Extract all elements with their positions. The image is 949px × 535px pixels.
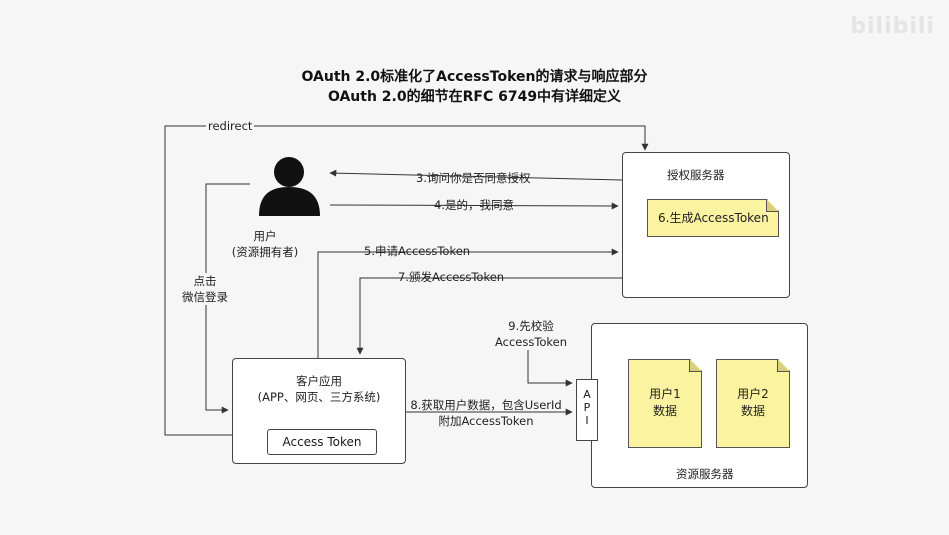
user1-data-note: 用户1 数据 <box>628 359 702 448</box>
api-letter-a: A <box>583 388 591 401</box>
step7-label: 7.颁发AccessToken <box>398 270 505 284</box>
step5-connector <box>317 248 619 358</box>
step3-connector <box>329 169 623 181</box>
watermark-logo: bilibili <box>850 14 935 39</box>
user-name: 用户 <box>253 229 277 243</box>
resource-server-title: 资源服务器 <box>676 467 734 481</box>
step9-label-line2: AccessToken <box>494 335 568 349</box>
page-title: OAuth 2.0标准化了AccessToken的请求与响应部分 <box>301 69 648 85</box>
step9-connector <box>527 350 573 387</box>
generate-token-label: 6.生成AccessToken <box>658 211 769 225</box>
api-letter-p: P <box>583 401 591 414</box>
client-app-title: 客户应用 <box>296 374 342 388</box>
user2-data-label-line2: 数据 <box>740 404 765 418</box>
step4-label: 4.是的，我同意 <box>434 198 514 212</box>
step9-label-line1: 9.先校验 <box>508 319 554 333</box>
note-fold-icon <box>777 360 789 372</box>
client-app-subtitle: (APP、网页、三方系统) <box>257 390 381 404</box>
client-app-header: 客户应用 (APP、网页、三方系统) <box>233 373 405 405</box>
step3-label: 3.询问你是否同意授权 <box>416 171 531 185</box>
generate-token-note: 6.生成AccessToken <box>647 199 779 237</box>
user1-data-label-line2: 数据 <box>652 404 677 418</box>
redirect-connector <box>164 125 649 436</box>
step7-connector <box>356 277 622 355</box>
step5-label: 5.申请AccessToken <box>364 244 471 258</box>
user2-data-note: 用户2 数据 <box>716 359 790 448</box>
step9-label: 9.先校验 AccessToken <box>486 318 576 350</box>
page-subtitle: OAuth 2.0的细节在RFC 6749中有详细定义 <box>327 89 622 105</box>
step8-label-line1: 8.获取用户数据，包含UserId <box>410 398 562 412</box>
step8-label: 8.获取用户数据，包含UserId 附加AccessToken <box>404 397 568 429</box>
auth-server-box: 授权服务器 6.生成AccessToken <box>622 152 790 298</box>
wechat-login-label: 点击 微信登录 <box>170 273 240 305</box>
step4-connector <box>329 202 619 210</box>
user-role: (资源拥有者) <box>231 245 299 259</box>
client-app-box: 客户应用 (APP、网页、三方系统) Access Token <box>232 358 406 464</box>
user-label: 用户 (资源拥有者) <box>210 228 320 260</box>
user2-data-label-line1: 用户2 <box>737 387 769 401</box>
note-fold-icon <box>766 200 778 212</box>
redirect-label: redirect <box>206 119 255 133</box>
access-token-box: Access Token <box>267 429 377 455</box>
person-icon <box>259 157 320 216</box>
resource-server-box: 用户1 数据 用户2 数据 资源服务器 <box>591 323 808 488</box>
auth-server-title: 授权服务器 <box>667 168 725 182</box>
wechat-login-label-line2: 微信登录 <box>182 290 228 304</box>
user1-data-label-line1: 用户1 <box>649 387 681 401</box>
wechat-login-label-line1: 点击 <box>193 274 217 288</box>
note-fold-icon <box>689 360 701 372</box>
api-letter-i: I <box>585 414 589 427</box>
step8-label-line2: 附加AccessToken <box>438 414 534 428</box>
api-box: A P I <box>576 379 598 441</box>
